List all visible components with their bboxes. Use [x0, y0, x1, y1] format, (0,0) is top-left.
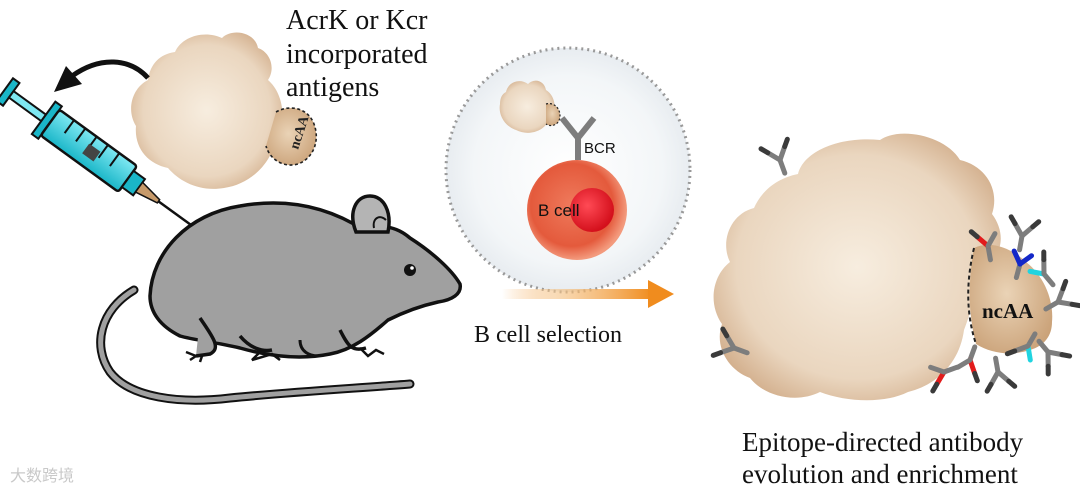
antibody-icon	[1006, 217, 1039, 252]
antigen-caption: AcrK or Kcr incorporated antigens	[286, 4, 428, 105]
evolution-caption-line: evolution and enrichment	[742, 459, 1018, 490]
antigen-small: ncAA	[131, 32, 318, 189]
selection-circle: BCR B cell	[444, 46, 692, 294]
bcr-label: BCR	[584, 140, 616, 157]
ncaa-boundary	[967, 247, 977, 345]
antigen-caption-line: incorporated	[286, 38, 428, 70]
evolution-caption: Epitope-directed antibody evolution and …	[742, 426, 1023, 491]
b-cell-icon: B cell	[527, 160, 627, 260]
antibody-icon	[761, 139, 798, 178]
antibody-icon	[956, 344, 988, 381]
ncaa-patch-small	[266, 108, 317, 166]
antibody-icon	[982, 356, 1015, 391]
selection-caption: B cell selection	[474, 322, 622, 348]
ncaa-label-large: ncAA	[982, 299, 1034, 323]
gradient-arrow-icon	[502, 280, 674, 308]
curved-arrow-icon	[54, 59, 150, 92]
bcr-receptor-icon	[559, 116, 597, 160]
antigen-caption-line: antigens	[286, 72, 380, 104]
mouse-icon	[96, 194, 462, 405]
evolution-caption-line: Epitope-directed antibody	[742, 427, 1024, 457]
antigen-large: ncAA	[713, 133, 1053, 401]
b-cell-label: B cell	[538, 201, 580, 220]
antigen-tiny	[499, 80, 561, 133]
watermark: 大数跨境	[10, 468, 75, 485]
syringe-icon	[0, 76, 218, 245]
antigen-caption-line: AcrK or Kcr	[286, 5, 428, 36]
